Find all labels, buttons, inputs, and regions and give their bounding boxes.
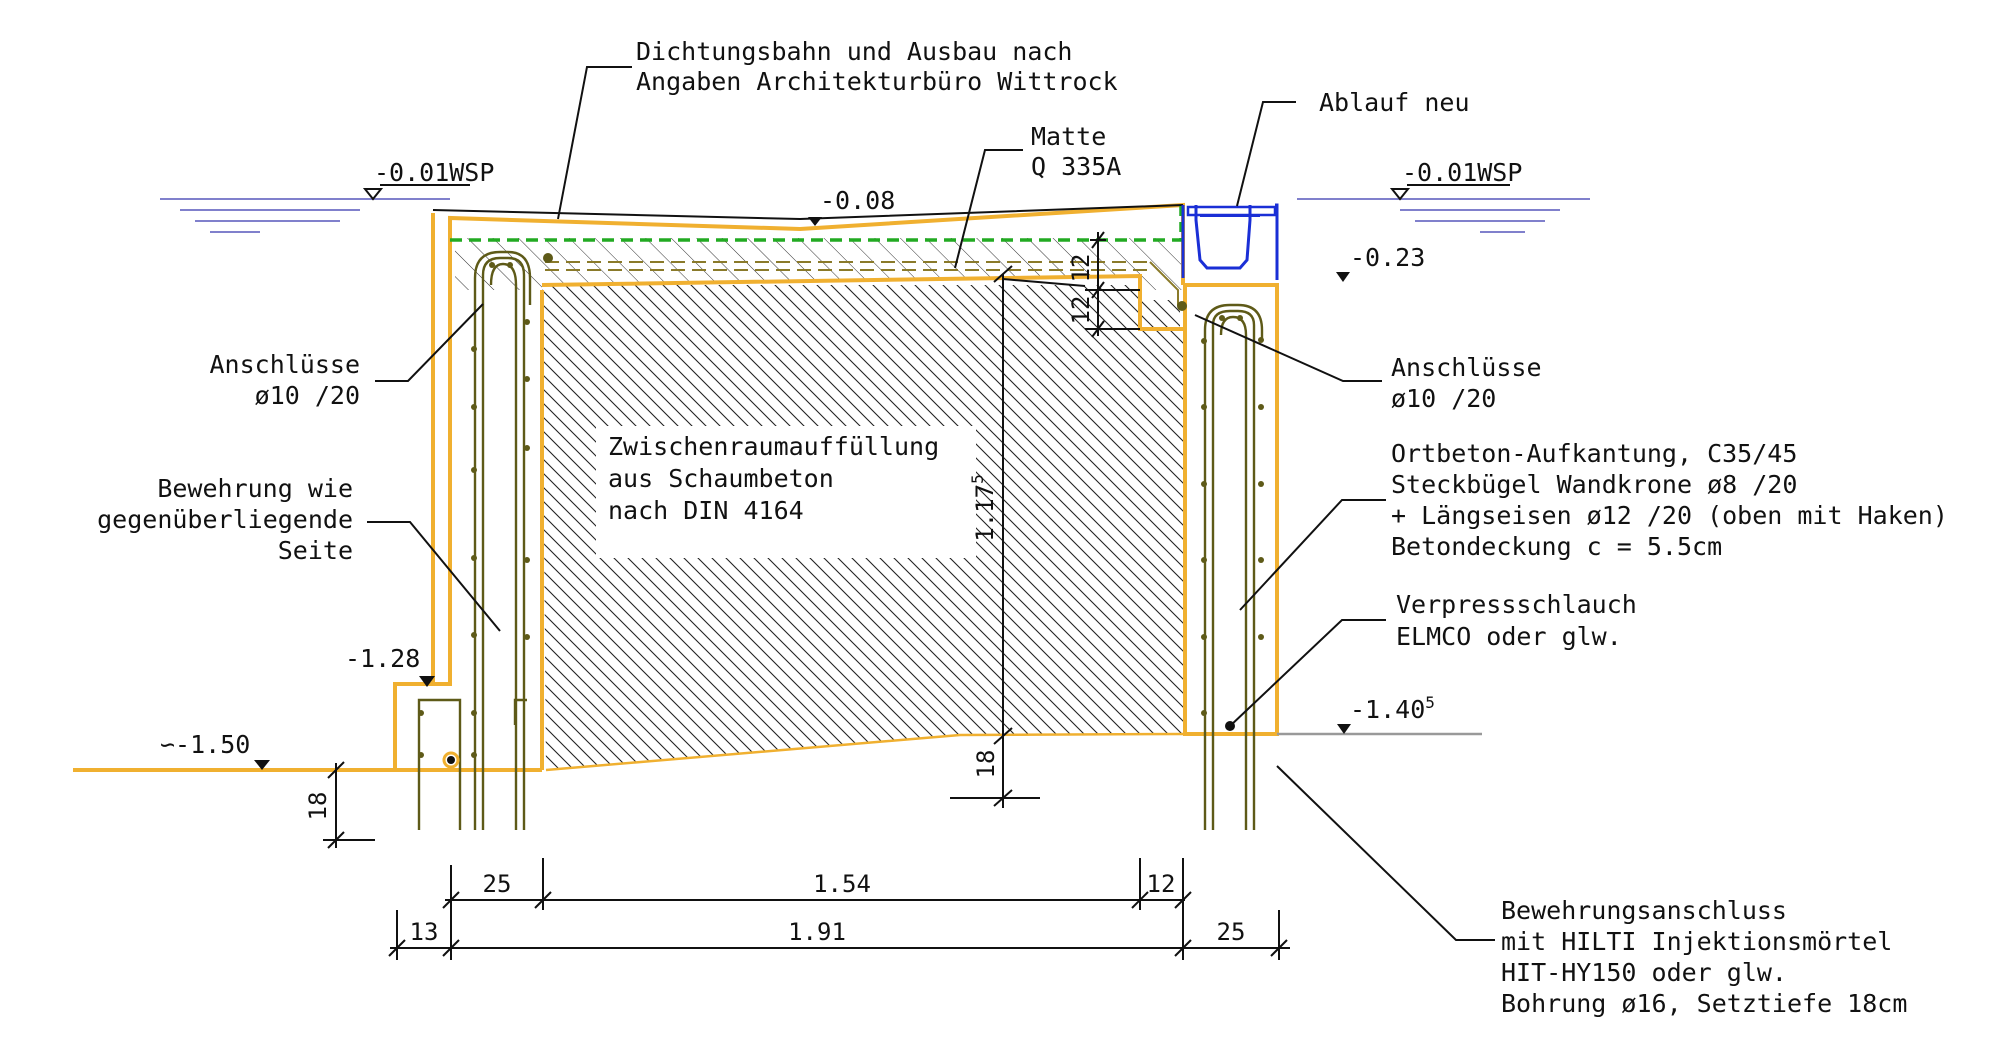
label-anschl-right-1: Anschlüsse — [1391, 353, 1542, 382]
label-fill-3: nach DIN 4164 — [608, 496, 804, 525]
dim-12-lower: 12 — [1067, 296, 1095, 325]
dim-25-bottom: 25 — [1217, 918, 1246, 946]
left-wall-rebar-dots — [418, 253, 553, 769]
label-hilti-2: mit HILTI Injektionsmörtel — [1501, 927, 1892, 956]
dimension-lines — [323, 231, 1290, 960]
fill-label-box — [596, 426, 976, 558]
dim-18-mid: 18 — [972, 750, 1000, 779]
sealing-membrane — [432, 204, 1184, 221]
dim-12-right: 12 — [1147, 870, 1176, 898]
dim-13: 13 — [410, 918, 439, 946]
level-top-mid: -0.08 — [820, 186, 895, 215]
drain — [1181, 203, 1279, 280]
level-step-left: -1.28 — [345, 644, 420, 673]
label-anschl-right-2: ø10 /20 — [1391, 384, 1496, 413]
dim-25-top: 25 — [483, 870, 512, 898]
label-anschl-left-2: ø10 /20 — [255, 381, 360, 410]
mesh-q335a — [450, 206, 1183, 242]
label-hilti-1: Bewehrungsanschluss — [1501, 896, 1787, 925]
left-wall-rebar — [417, 250, 532, 830]
level-marks — [254, 184, 1510, 770]
dim-191: 1.91 — [788, 918, 846, 946]
label-ablauf: Ablauf neu — [1319, 88, 1470, 117]
label-bewehrung-1: Bewehrung wie — [157, 474, 353, 503]
label-hilti-4: Bohrung ø16, Setztiefe 18cm — [1501, 989, 1907, 1018]
label-matte-1: Matte — [1031, 122, 1106, 151]
label-ortbeton-3: + Längseisen ø12 /20 (oben mit Haken) — [1391, 501, 1948, 530]
label-ortbeton-2: Steckbügel Wandkrone ø8 /20 — [1391, 470, 1797, 499]
label-ortbeton-1: Ortbeton-Aufkantung, C35/45 — [1391, 439, 1797, 468]
label-fill-1: Zwischenraumauffüllung — [608, 432, 939, 461]
level-ground-left: ∽-1.50 — [160, 730, 250, 759]
label-bewehrung-3: Seite — [278, 536, 353, 565]
slab-rebar-dashed — [545, 261, 1179, 306]
label-matte-2: Q 335A — [1031, 152, 1121, 181]
label-fill-2: aus Schaumbeton — [608, 464, 834, 493]
label-verpress-1: Verpressschlauch — [1396, 590, 1637, 619]
label-bewehrung-2: gegenüberliegende — [97, 505, 353, 534]
water-surface-left — [160, 198, 450, 233]
right-wall-rebar-dots — [1177, 301, 1264, 731]
dim-18-left: 18 — [304, 792, 332, 821]
label-hilti-3: HIT-HY150 oder glw. — [1501, 958, 1787, 987]
water-surface-right — [1297, 198, 1590, 233]
label-dichtung-2: Angaben Architekturbüro Wittrock — [636, 67, 1118, 96]
concrete-outline — [73, 202, 1279, 772]
label-anschl-left-1: Anschlüsse — [209, 350, 360, 379]
level-wsp-left: -0.01WSP — [374, 158, 494, 187]
label-ortbeton-4: Betondeckung c = 5.5cm — [1391, 532, 1722, 561]
level-ground-right: -1.405 — [1350, 693, 1435, 724]
label-verpress-2: ELMCO oder glw. — [1396, 622, 1622, 651]
dim-12-top: 12 — [1067, 254, 1095, 283]
level-right: -0.23 — [1350, 243, 1425, 272]
right-wall-rebar — [1203, 303, 1264, 830]
level-wsp-right: -0.01WSP — [1402, 158, 1522, 187]
dim-154: 1.54 — [813, 870, 871, 898]
leader-lines — [367, 66, 1495, 941]
dim-height: 1.175 — [968, 474, 999, 541]
label-dichtung-1: Dichtungsbahn und Ausbau nach — [636, 37, 1073, 66]
